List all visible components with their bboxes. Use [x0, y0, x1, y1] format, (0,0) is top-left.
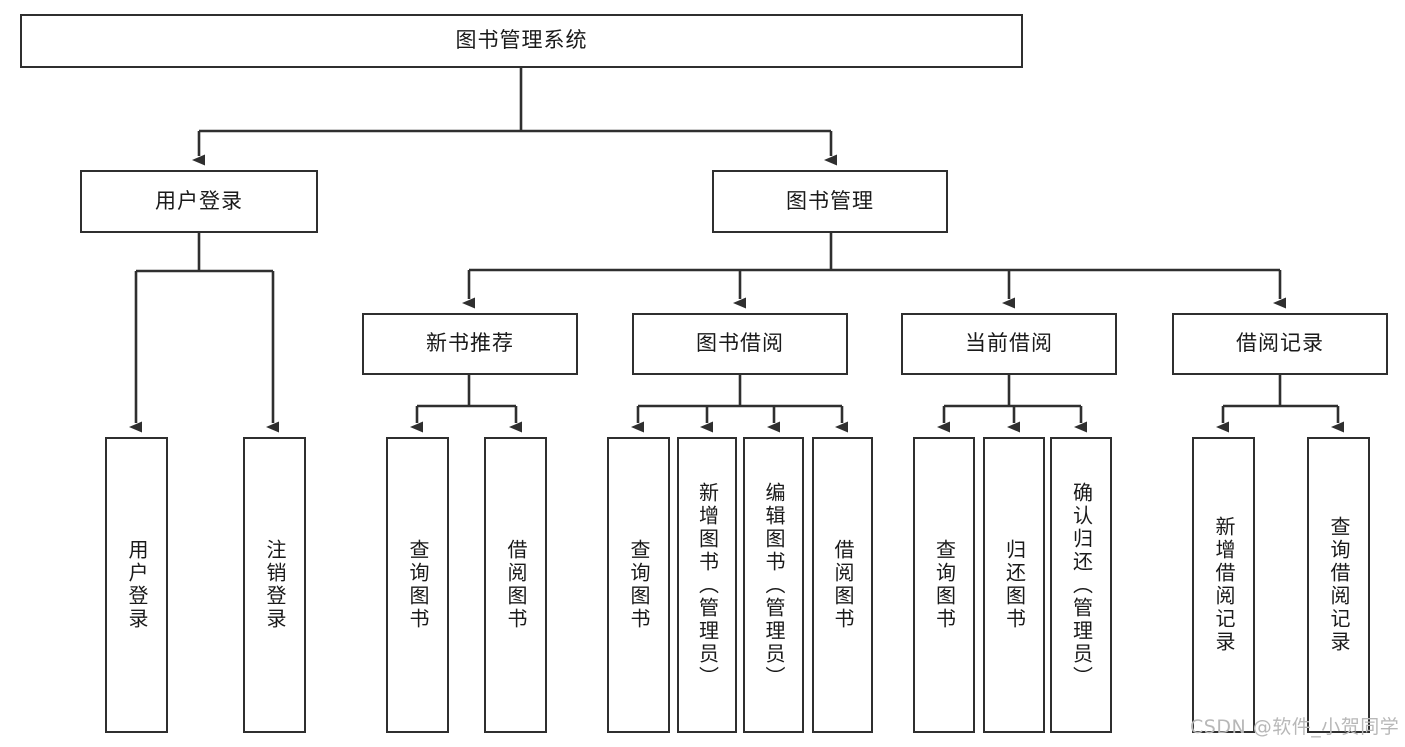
node-user-login[interactable]: 用户登录: [80, 170, 318, 233]
leaf-user-login[interactable]: 用户登录: [105, 437, 168, 733]
node-root-label: 图书管理系统: [455, 28, 588, 53]
node-root[interactable]: 图书管理系统: [20, 14, 1023, 68]
leaf-query-book-current-label: 查询图书: [932, 539, 957, 631]
leaf-return-book[interactable]: 归还图书: [983, 437, 1045, 733]
leaf-add-book-admin-label: 新增图书（管理员）: [695, 481, 720, 689]
leaf-borrow-book-recommend-label: 借阅图书: [504, 539, 528, 631]
node-current-borrow[interactable]: 当前借阅: [901, 313, 1117, 375]
leaf-add-borrow-record-label: 新增借阅记录: [1212, 516, 1236, 654]
node-borrow-record[interactable]: 借阅记录: [1172, 313, 1388, 375]
leaf-edit-book-admin[interactable]: 编辑图书（管理员）: [743, 437, 804, 733]
node-current-borrow-label: 当前借阅: [965, 331, 1053, 356]
node-new-book-recommend-label: 新书推荐: [426, 331, 514, 356]
watermark: CSDN @软件_小贺同学: [1190, 716, 1400, 738]
leaf-query-book-recommend[interactable]: 查询图书: [386, 437, 449, 733]
node-borrow-record-label: 借阅记录: [1236, 331, 1324, 356]
leaf-confirm-return-admin[interactable]: 确认归还（管理员）: [1050, 437, 1112, 733]
node-book-management-label: 图书管理: [786, 188, 874, 213]
node-book-borrow[interactable]: 图书借阅: [632, 313, 848, 375]
leaf-user-login-label: 用户登录: [125, 539, 149, 631]
leaf-query-book-current[interactable]: 查询图书: [913, 437, 975, 733]
leaf-query-book-borrow[interactable]: 查询图书: [607, 437, 670, 733]
leaf-return-book-label: 归还图书: [1002, 539, 1027, 631]
leaf-query-book-borrow-label: 查询图书: [627, 539, 651, 631]
node-book-borrow-label: 图书借阅: [696, 331, 784, 356]
leaf-borrow-book[interactable]: 借阅图书: [812, 437, 873, 733]
leaf-add-book-admin[interactable]: 新增图书（管理员）: [677, 437, 737, 733]
node-book-management[interactable]: 图书管理: [712, 170, 948, 233]
leaf-logout-label: 注销登录: [263, 539, 287, 631]
node-user-login-label: 用户登录: [155, 188, 243, 213]
leaf-borrow-book-label: 借阅图书: [831, 539, 855, 631]
leaf-add-borrow-record[interactable]: 新增借阅记录: [1192, 437, 1255, 733]
leaf-query-borrow-record[interactable]: 查询借阅记录: [1307, 437, 1370, 733]
leaf-query-book-recommend-label: 查询图书: [406, 539, 430, 631]
leaf-confirm-return-admin-label: 确认归还（管理员）: [1069, 481, 1094, 689]
leaf-edit-book-admin-label: 编辑图书（管理员）: [762, 481, 786, 689]
node-new-book-recommend[interactable]: 新书推荐: [362, 313, 578, 375]
leaf-logout[interactable]: 注销登录: [243, 437, 306, 733]
leaf-borrow-book-recommend[interactable]: 借阅图书: [484, 437, 547, 733]
leaf-query-borrow-record-label: 查询借阅记录: [1327, 516, 1351, 654]
